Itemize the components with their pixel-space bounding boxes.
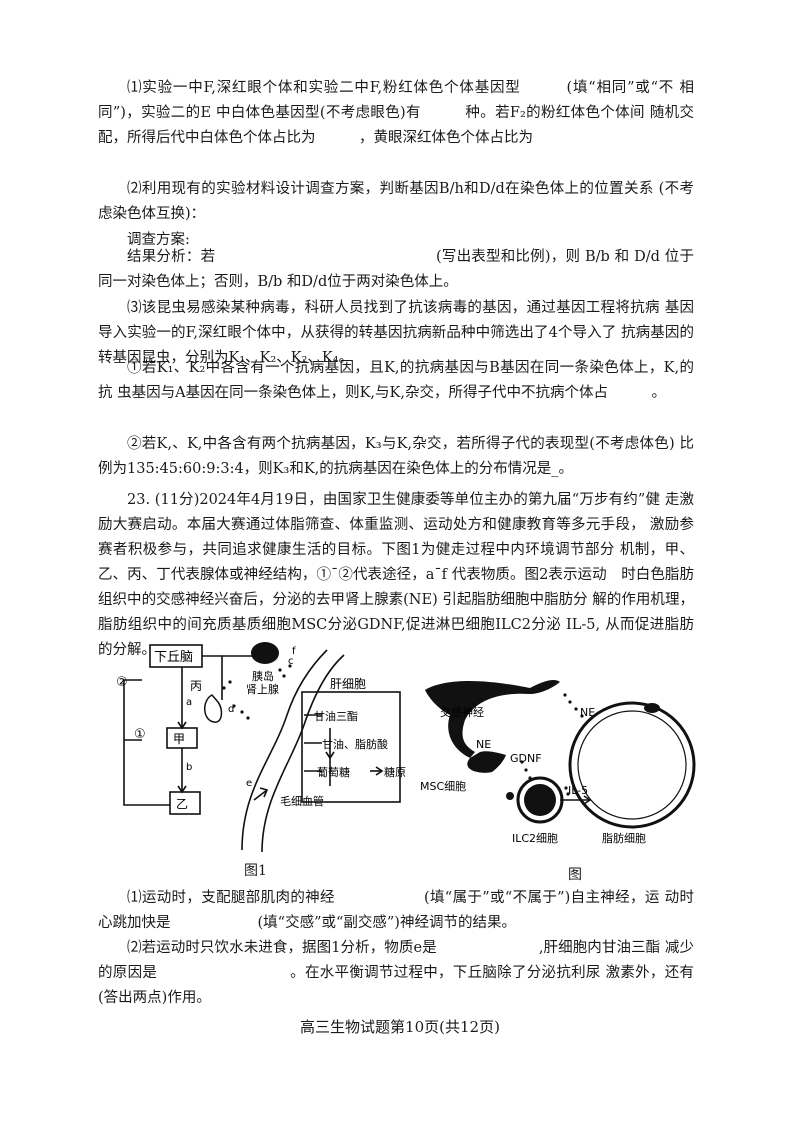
fig2-gdnf: GDNF xyxy=(510,752,542,765)
fig2-ilc2: ILC2细胞 xyxy=(512,832,558,845)
fig1-jia: 甲 xyxy=(173,732,185,746)
fat-cell xyxy=(568,701,696,829)
fig1-label-a: a xyxy=(186,697,192,708)
fig2-il5: IL-5 xyxy=(568,784,588,797)
fig1-tg: 甘油三酯 xyxy=(314,709,358,723)
q22-part3: ⑶该昆虫易感染某种病毒，科研人员找到了抗该病毒的基因，通过基因工程将抗病 基因导… xyxy=(98,300,694,366)
capillary-wall-left xyxy=(241,649,328,851)
fig1-capillary: 毛细血管 xyxy=(280,794,324,808)
page-footer: 高三生物试题第10页(共12页) xyxy=(300,1018,500,1036)
fig1-glucose: 葡萄糖 xyxy=(317,765,350,779)
fig1-yi: 乙 xyxy=(176,797,188,811)
q22-result-analysis: 结果分析：若 (写出表型和比例)，则 B/b 和 D/d 位于 同一对染色体上；… xyxy=(98,249,694,290)
fig1-islet: 胰岛 xyxy=(252,669,274,683)
fig2-ne2: NE xyxy=(476,738,491,751)
fig1-label-e: e xyxy=(246,778,252,789)
yi-box xyxy=(169,791,201,815)
q22-part1: ⑴实验一中F,深红眼个体和实验二中F,粉红体色个体基因型 (填“相同”或“不 相… xyxy=(98,80,694,146)
adrenal-kidney-shape xyxy=(204,694,223,723)
fig1-path2: ② xyxy=(116,675,128,690)
fig1-adrenal: 肾上腺 xyxy=(246,682,279,696)
fig2-msc: MSC细胞 xyxy=(420,780,466,793)
fig1-label-f: f xyxy=(292,646,296,657)
fig2-ne1: NE xyxy=(580,706,595,719)
q23-sub1: ⑴运动时，支配腿部肌肉的神经 (填“属于”或“不属于”)自主神经，运 动时心跳加… xyxy=(98,890,694,931)
q23-sub2: ⑵若运动时只饮水未进食，据图1分析，物质e是 ,肝细胞内甘油三酯 减少的原因是 … xyxy=(98,940,800,1006)
fig1-label-b: b xyxy=(186,762,192,773)
fig1-caption: 图1 xyxy=(244,863,267,879)
capillary-wall-right xyxy=(261,654,345,853)
fig1-label-c: c xyxy=(288,656,294,667)
q22-part3-sub1: ①若K₁、K₂中各含有一个抗病基因，且K,的抗病基因与B基因在同一条染色体上，K… xyxy=(98,360,694,401)
q22-part3-sub2: ②若K,、K,中各含有两个抗病基因，K₃与K,杂交，若所得子代的表现型(不考虑体… xyxy=(98,436,694,477)
fig2-sympathetic: 交感神经 xyxy=(440,705,484,719)
islet-shape xyxy=(251,642,279,664)
fig1-gf: 甘油、脂肪酸 xyxy=(322,737,388,751)
fig1-hypothalamus: 下丘脑 xyxy=(154,650,193,665)
liver-cell-box xyxy=(301,691,401,803)
fig1-path1: ① xyxy=(134,727,146,742)
sympathetic-nerve-shape xyxy=(425,680,560,758)
q22-part2: ⑵利用现有的实验材料设计调查方案，判断基因B/h和D/d在染色体上的位置关系 (… xyxy=(98,181,694,222)
msc-cell-shape xyxy=(467,751,506,773)
figure-2: 交感神经 NE NE MSC细胞 GDNF IL-5 ILC2细胞 脂肪细胞 xyxy=(420,680,696,845)
fig1-label-d: d xyxy=(228,704,234,715)
figure-1: 下丘脑 胰岛 肾上腺 丙 甲 乙 ② ① a b c d e f 肝细胞 甘油三… xyxy=(116,642,406,853)
q22-survey-label: 调查方案: xyxy=(127,232,190,248)
q23-intro: 23. (11分)2024年4月19日，由国家卫生健康委等单位主办的第九届“万步… xyxy=(98,492,694,658)
fig1-bing: 丙 xyxy=(190,679,202,693)
fig1-liver: 肝细胞 xyxy=(330,677,366,691)
fig2-caption: 图 xyxy=(568,867,582,883)
fig1-glycogen: 糖原 xyxy=(384,765,406,779)
fig2-fat: 脂肪细胞 xyxy=(602,831,646,845)
